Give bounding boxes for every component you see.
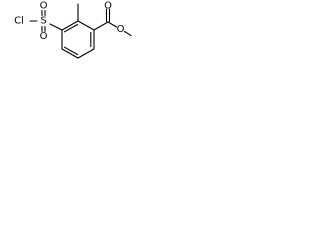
sulfonyl-oxygen-top-label: O <box>40 1 48 12</box>
ring-bond-c5-c6 <box>61 48 79 59</box>
ring-bond-c5-c6-inner <box>63 46 79 56</box>
carbonyl-oxygen-label: O <box>104 1 112 12</box>
ring-bond-c1-c2 <box>61 20 79 31</box>
sulfur-label: S <box>40 16 46 27</box>
carbonyl-to-ester-oxygen-bond <box>107 21 118 28</box>
chlorine-label: Cl <box>14 16 24 27</box>
ester-oxygen-label: O <box>117 24 125 35</box>
benzene-ring <box>61 20 95 59</box>
ring-bond-c1-c2-inner <box>63 23 79 33</box>
ring-bond-c2-c3 <box>77 20 95 31</box>
methyl-ester-group: O O <box>93 1 132 37</box>
sulfonyl-oxygen-bottom-label: O <box>40 31 48 42</box>
ring-to-sulfur-bond <box>49 23 63 31</box>
ring-to-carbonyl-bond <box>93 21 109 31</box>
sulfonyl-chloride-group: Cl S O O <box>14 1 63 42</box>
ring-bond-c4-c5 <box>77 48 95 59</box>
chemical-structure-diagram: O O Cl S O O <box>14 1 132 59</box>
ester-oxygen-to-methyl-bond <box>123 30 132 37</box>
